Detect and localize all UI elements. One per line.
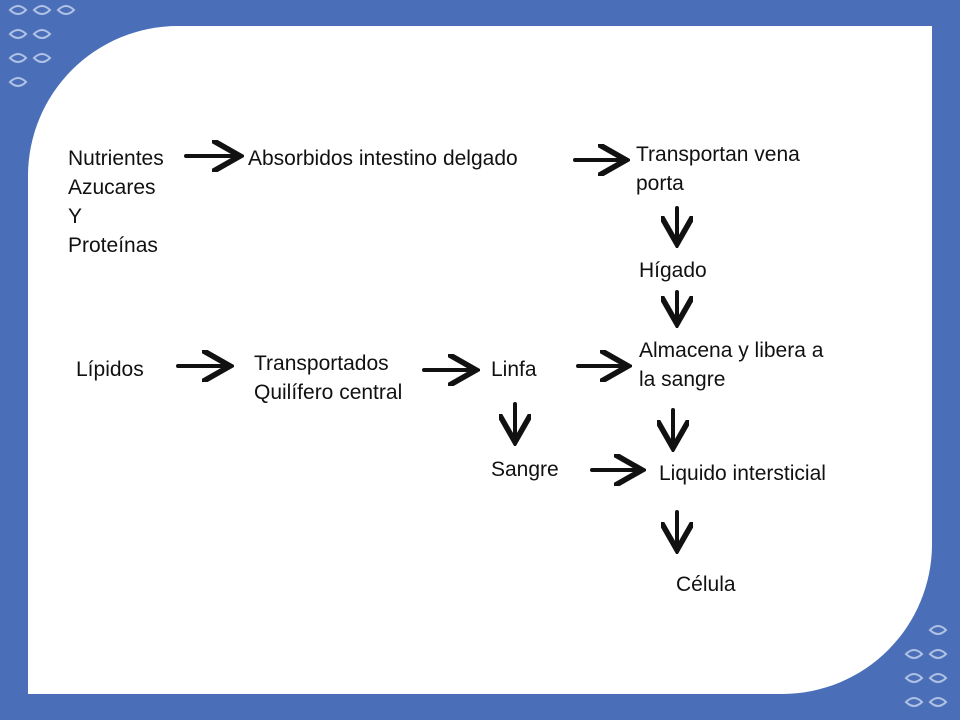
node-transportan-line-2: porta — [636, 172, 684, 195]
node-almacena: Almacena y libera a la sangre — [639, 336, 823, 394]
node-transportados: Transportados Quilífero central — [254, 349, 402, 407]
node-lipidos: Lípidos — [76, 358, 144, 381]
node-transportan: Transportan vena porta — [636, 140, 800, 198]
node-nutrientes-line-1: Nutrientes — [68, 147, 164, 170]
node-transportados-line-1: Transportados — [254, 352, 389, 375]
node-nutrientes-line-4: Proteínas — [68, 234, 158, 257]
node-sangre: Sangre — [491, 458, 559, 481]
node-nutrientes-line-3: Y — [68, 205, 83, 228]
node-celula: Célula — [676, 573, 736, 596]
node-transportados-line-2: Quilífero central — [254, 381, 403, 404]
corner-ornament-bottom-right — [904, 625, 948, 707]
node-liquido: Liquido intersticial — [659, 462, 826, 485]
node-almacena-line-1: Almacena y libera a — [639, 339, 824, 362]
node-almacena-line-2: la sangre — [639, 368, 726, 391]
corner-ornament-top-left — [8, 5, 76, 87]
node-transportan-line-1: Transportan vena — [636, 143, 800, 166]
node-higado: Hígado — [639, 259, 707, 282]
node-linfa: Linfa — [491, 358, 537, 381]
node-absorbidos: Absorbidos intestino delgado — [248, 147, 518, 170]
slide-card — [28, 26, 932, 694]
node-nutrientes: Nutrientes Azucares Y Proteínas — [68, 144, 164, 260]
node-nutrientes-line-2: Azucares — [68, 176, 156, 199]
